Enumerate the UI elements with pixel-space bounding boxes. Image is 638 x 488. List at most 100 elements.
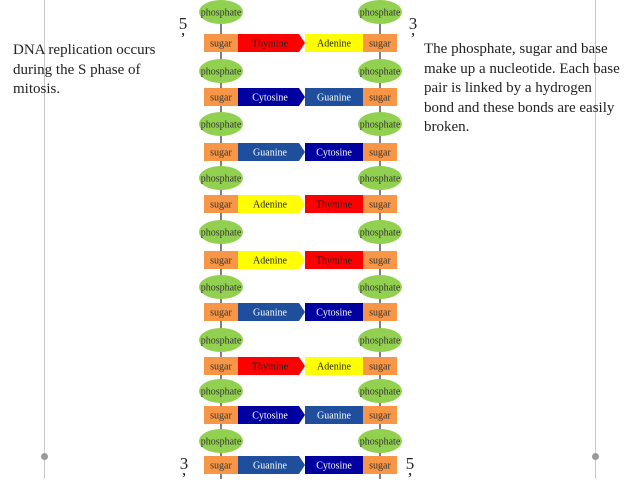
base-right-guanine	[305, 406, 363, 424]
base-label-right: Adenine	[317, 362, 351, 373]
sugar-label: sugar	[369, 148, 391, 159]
sugar-right-6	[363, 303, 397, 321]
base-label-right: Thymine	[316, 200, 353, 211]
sugar-label: sugar	[210, 200, 232, 211]
sugar-right-1	[363, 34, 397, 52]
sugar-label: sugar	[210, 308, 232, 319]
sugar-right-3	[363, 143, 397, 161]
phosphate-left-6	[199, 275, 243, 299]
phosphate-label: phosphate	[201, 174, 242, 185]
phosphate-label: phosphate	[360, 437, 401, 448]
sugar-left-9	[204, 456, 238, 474]
phosphate-label: phosphate	[201, 67, 242, 78]
sugar-right-5	[363, 251, 397, 269]
strand-end-top-left: 5 ’	[178, 14, 188, 48]
sugar-left-1	[204, 34, 238, 52]
phosphate-right-4	[358, 166, 402, 190]
base-right-cytosine	[305, 303, 363, 321]
sugar-left-2	[204, 88, 238, 106]
phosphate-right-7	[358, 328, 402, 352]
base-right-adenine	[305, 357, 363, 375]
phosphate-label: phosphate	[360, 174, 401, 185]
base-left-thymine	[238, 357, 305, 375]
sugar-left-5	[204, 251, 238, 269]
base-label-right: Cytosine	[316, 148, 352, 159]
phosphate-right-5	[358, 220, 402, 244]
sugar-right-9	[363, 456, 397, 474]
sugar-label: sugar	[210, 362, 232, 373]
phosphate-left-3	[199, 112, 243, 136]
sugar-right-2	[363, 88, 397, 106]
strand-end-top-right: 3 ’	[408, 14, 418, 48]
phosphate-label: phosphate	[201, 387, 242, 398]
base-left-cytosine	[238, 88, 305, 106]
sugar-label: sugar	[369, 39, 391, 50]
base-label-right: Thymine	[316, 256, 353, 267]
sugar-label: sugar	[369, 200, 391, 211]
base-left-guanine	[238, 456, 305, 474]
phosphate-right-9	[358, 429, 402, 453]
sugar-right-7	[363, 357, 397, 375]
base-left-guanine	[238, 303, 305, 321]
base-left-adenine	[238, 251, 305, 269]
base-label-left: Thymine	[252, 39, 289, 50]
phosphate-label: phosphate	[360, 120, 401, 131]
phosphate-label: phosphate	[201, 8, 242, 19]
base-right-guanine	[305, 88, 363, 106]
sugar-label: sugar	[210, 39, 232, 50]
base-right-thymine	[305, 251, 363, 269]
base-label-left: Guanine	[253, 308, 287, 319]
phosphate-right-2	[358, 59, 402, 83]
sugar-label: sugar	[210, 461, 232, 472]
phosphate-label: phosphate	[201, 437, 242, 448]
phosphate-left-7	[199, 328, 243, 352]
base-label-left: Thymine	[252, 362, 289, 373]
phosphate-right-3	[358, 112, 402, 136]
base-label-right: Cytosine	[316, 461, 352, 472]
sugar-left-7	[204, 357, 238, 375]
sugar-label: sugar	[210, 93, 232, 104]
phosphate-left-4	[199, 166, 243, 190]
base-label-left: Cytosine	[252, 411, 288, 422]
phosphate-label: phosphate	[360, 228, 401, 239]
base-label-left: Guanine	[253, 461, 287, 472]
phosphate-label: phosphate	[360, 8, 401, 19]
phosphate-right-8	[358, 379, 402, 403]
right-frame-line	[595, 0, 596, 479]
sugar-left-6	[204, 303, 238, 321]
sugar-label: sugar	[210, 148, 232, 159]
sugar-label: sugar	[369, 411, 391, 422]
sugar-left-8	[204, 406, 238, 424]
base-right-thymine	[305, 195, 363, 213]
sugar-left-4	[204, 195, 238, 213]
base-left-adenine	[238, 195, 305, 213]
right-caption: The phosphate, sugar and base make up a …	[424, 41, 620, 135]
sugar-label: sugar	[210, 411, 232, 422]
base-label-left: Adenine	[253, 200, 287, 211]
base-right-cytosine	[305, 143, 363, 161]
base-label-right: Cytosine	[316, 308, 352, 319]
phosphate-label: phosphate	[360, 336, 401, 347]
base-left-guanine	[238, 143, 305, 161]
base-label-left: Cytosine	[252, 93, 288, 104]
phosphate-label: phosphate	[360, 387, 401, 398]
sugar-right-4	[363, 195, 397, 213]
left-caption: DNA replication occurs during the S phas…	[13, 42, 156, 97]
phosphate-label: phosphate	[201, 120, 242, 131]
phosphate-label: phosphate	[201, 228, 242, 239]
base-label-left: Guanine	[253, 148, 287, 159]
sugar-label: sugar	[369, 461, 391, 472]
base-label-right: Guanine	[317, 93, 351, 104]
phosphate-right-1	[358, 0, 402, 24]
sugar-label: sugar	[210, 256, 232, 267]
base-right-cytosine	[305, 456, 363, 474]
phosphate-left-2	[199, 59, 243, 83]
phosphate-label: phosphate	[360, 283, 401, 294]
sugar-label: sugar	[369, 256, 391, 267]
sugar-right-8	[363, 406, 397, 424]
right-bullet	[592, 453, 599, 460]
sugar-left-3	[204, 143, 238, 161]
base-label-left: Adenine	[253, 256, 287, 267]
phosphate-left-8	[199, 379, 243, 403]
left-frame-line	[44, 0, 45, 479]
